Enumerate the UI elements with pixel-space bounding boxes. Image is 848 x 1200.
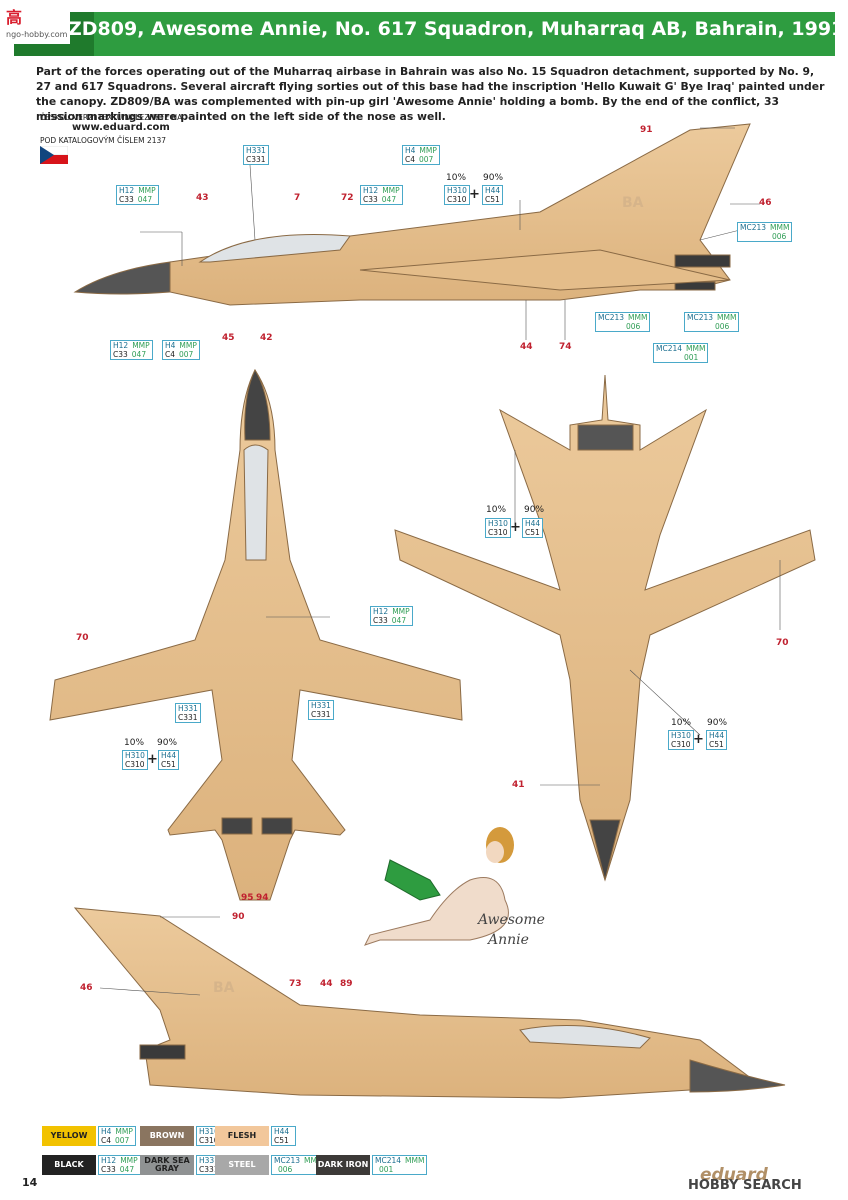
callout-7: 7 [294, 193, 301, 203]
mix-pct-10-bot2: 10% [671, 718, 692, 728]
czech-flag-icon [40, 146, 68, 164]
paint-code-h331-b: H331 C331 [175, 703, 201, 723]
callout-70-left: 70 [76, 633, 89, 643]
callout-91: 91 [640, 125, 653, 135]
mix-pct-10-bot1: 10% [486, 505, 507, 515]
intro-paragraph: Part of the forces operating out of the … [36, 65, 825, 123]
side-code-bottom: BA [213, 980, 235, 996]
pinup-signature: Awesome Annie [478, 910, 545, 950]
czech-note-line1: ČESKOU VERZI TEXTU NALEZNETE NA [40, 113, 183, 122]
mix-pct-10-top: 10% [446, 173, 467, 183]
callout-43: 43 [196, 193, 209, 203]
site-logo[interactable]: 高 ngo-hobby.com [0, 0, 70, 44]
left-profile [73, 123, 751, 306]
legend-swatch: DARK IRON [316, 1155, 370, 1175]
page-title: ZD809, Awesome Annie, No. 617 Squadron, … [68, 18, 845, 40]
callout-90: 90 [232, 912, 245, 922]
legend-swatch: BROWN [140, 1126, 194, 1146]
callout-41: 41 [512, 780, 525, 790]
paint-code-h310-bot1: H310 C310 [485, 518, 511, 538]
paint-code-h331-c: H331 C331 [308, 700, 334, 720]
site-logo-text: 高 [6, 8, 23, 27]
callout-72: 72 [341, 193, 354, 203]
mix-pct-90-top: 90% [483, 173, 504, 183]
callout-89: 89 [340, 979, 353, 989]
paint-code-h44-left: H44 C51 [158, 750, 180, 770]
callout-73: 73 [289, 979, 302, 989]
legend-swatch: YELLOW [42, 1126, 96, 1146]
signature-line2: Annie [488, 932, 529, 948]
mix-plus-left: + [147, 752, 158, 767]
legend-swatch: STEEL [215, 1155, 269, 1175]
eduard-logo: eduard [700, 1165, 768, 1185]
paint-code-h331-top: H331 C331 [243, 145, 269, 165]
mix-plus-bot2: + [693, 732, 704, 747]
legend-swatch: BLACK [42, 1155, 96, 1175]
paint-code-h310-left: H310 C310 [122, 750, 148, 770]
paint-code-h44-bot2: H44 C51 [706, 730, 728, 750]
czech-note-line2: POD KATALOGOVÝM ČÍSLEM 2137 [40, 136, 167, 145]
mix-pct-90-bot2: 90% [707, 718, 728, 728]
callout-44-bottom: 44 [320, 979, 333, 989]
pinup-girl-icon [364, 827, 514, 946]
callout-46-bottom: 46 [80, 983, 93, 993]
signature-line1: Awesome [478, 912, 545, 928]
header-bar: B ZD809, Awesome Annie, No. 617 Squadron… [14, 12, 844, 56]
mix-plus-top: + [469, 187, 480, 202]
callout-70-right: 70 [776, 638, 789, 648]
legend-swatch: FLESH [215, 1126, 269, 1146]
mix-pct-90-bot1: 90% [524, 505, 545, 515]
callout-46-top: 46 [759, 198, 772, 208]
czech-note-url[interactable]: www.eduard.com [72, 122, 170, 133]
top-view [49, 368, 463, 901]
bottom-view [394, 374, 816, 882]
side-code-top: BA [622, 195, 644, 211]
callout-45: 45 [222, 333, 235, 343]
paint-code-h310-top: H310 C310 [444, 185, 470, 205]
callout-74: 74 [559, 342, 572, 352]
mix-pct-10-left: 10% [124, 738, 145, 748]
paint-code-h44-top: H44 C51 [482, 185, 504, 205]
legend-swatch: DARK SEA GRAY [140, 1155, 194, 1175]
right-profile [73, 907, 786, 1099]
site-logo-sub: ngo-hobby.com [6, 30, 68, 39]
mix-pct-90-left: 90% [157, 738, 178, 748]
hobby-search-logo: HOBBY SEARCH [688, 1178, 802, 1193]
callout-44-top: 44 [520, 342, 533, 352]
callout-42: 42 [260, 333, 273, 343]
paint-code-h44-bot1: H44 C51 [522, 518, 544, 538]
mix-plus-bot1: + [510, 520, 521, 535]
page-number: 14 [22, 1176, 38, 1189]
callout-94: 94 [256, 893, 269, 903]
callout-95: 95 [241, 893, 254, 903]
paint-code-h310-bot2: H310 C310 [668, 730, 694, 750]
